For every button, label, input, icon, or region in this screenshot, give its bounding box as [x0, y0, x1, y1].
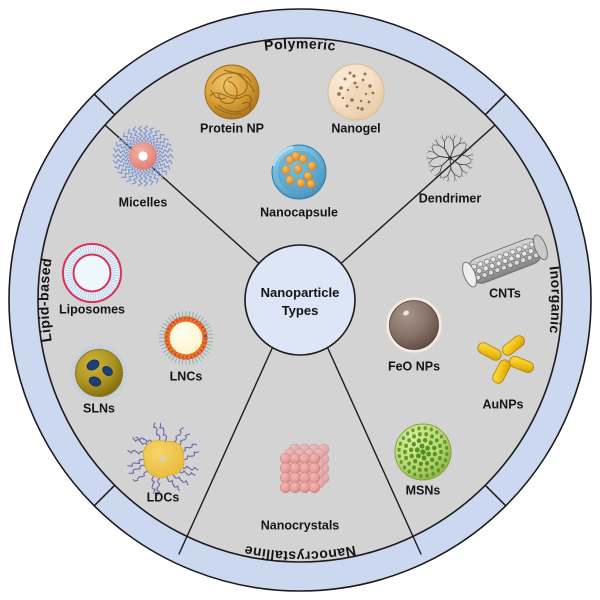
- hub-label-line2: Types: [282, 303, 319, 318]
- protein-np-icon: [205, 65, 259, 119]
- hub: Nanoparticle Types: [245, 245, 355, 355]
- label-nanogel: Nanogel: [331, 121, 380, 135]
- label-msns: MSNs: [406, 483, 441, 497]
- label-cnts: CNTs: [489, 286, 521, 300]
- liposome-icon: [63, 244, 121, 302]
- msn-icon: [395, 424, 451, 480]
- label-protein-np: Protein NP: [200, 121, 264, 135]
- label-slns: SLNs: [83, 401, 115, 415]
- label-liposomes: Liposomes: [59, 302, 125, 316]
- label-lncs: LNCs: [170, 369, 203, 383]
- nanogel-icon: [328, 64, 384, 120]
- hub-label-line1: Nanoparticle: [261, 285, 340, 300]
- label-micelles: Micelles: [119, 195, 168, 209]
- label-dendrimer: Dendrimer: [419, 191, 482, 205]
- category-label-inorganic: Inorganic: [546, 265, 564, 335]
- feo-np-icon: [386, 297, 442, 353]
- category-label-polymeric: Polymeric: [263, 35, 337, 53]
- nanocapsule-icon: [272, 145, 326, 199]
- label-ldcs: LDCs: [147, 490, 180, 504]
- label-nanocrystals: Nanocrystals: [261, 518, 340, 532]
- label-aunps: AuNPs: [483, 397, 524, 411]
- label-feo-nps: FeO NPs: [388, 359, 440, 373]
- label-nanocapsule: Nanocapsule: [260, 205, 338, 219]
- nanocrystal-icon: [280, 444, 329, 493]
